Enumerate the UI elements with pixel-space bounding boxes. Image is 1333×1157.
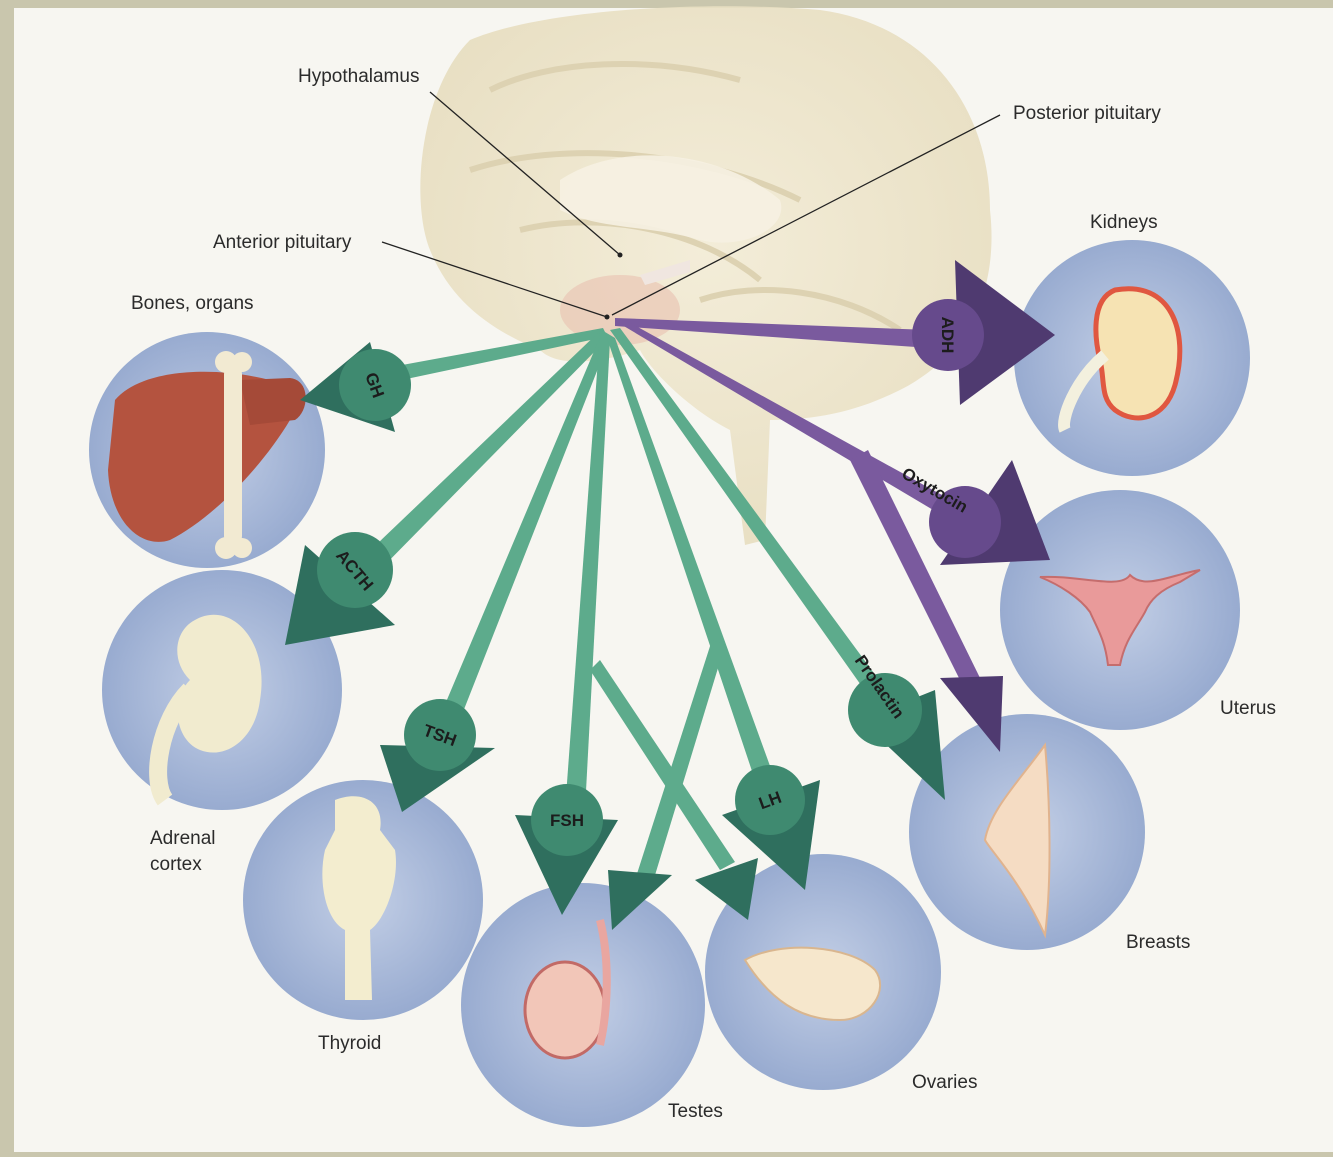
fsh-label: FSH [550, 811, 584, 830]
fsh-badge: FSH [531, 784, 603, 856]
lh-badge: LH [735, 765, 805, 835]
tsh-badge: TSH [404, 699, 476, 771]
posterior-pituitary-label: Posterior pituitary [1013, 103, 1161, 124]
adh-badge: ADH [912, 299, 984, 371]
bones-organs-label: Bones, organs [131, 293, 254, 314]
thyroid-label: Thyroid [318, 1033, 381, 1054]
testes-label: Testes [668, 1101, 723, 1122]
bone-shape [224, 365, 242, 545]
acth-badge: ACTH [317, 532, 393, 608]
breasts-label: Breasts [1126, 932, 1190, 953]
kidneys-label: Kidneys [1090, 212, 1158, 233]
adh-label: ADH [938, 317, 957, 354]
uterus-label: Uterus [1220, 698, 1276, 719]
gh-badge: GH [339, 349, 411, 421]
testis-shape [525, 962, 605, 1058]
hypothalamus-label: Hypothalamus [298, 66, 419, 87]
anterior-pituitary-label: Anterior pituitary [213, 232, 352, 253]
adrenal-label-line1: Adrenal [150, 828, 216, 849]
ovaries-label: Ovaries [912, 1072, 977, 1093]
kidney-shape [1096, 289, 1180, 418]
adrenal-label-line2: cortex [150, 854, 202, 875]
